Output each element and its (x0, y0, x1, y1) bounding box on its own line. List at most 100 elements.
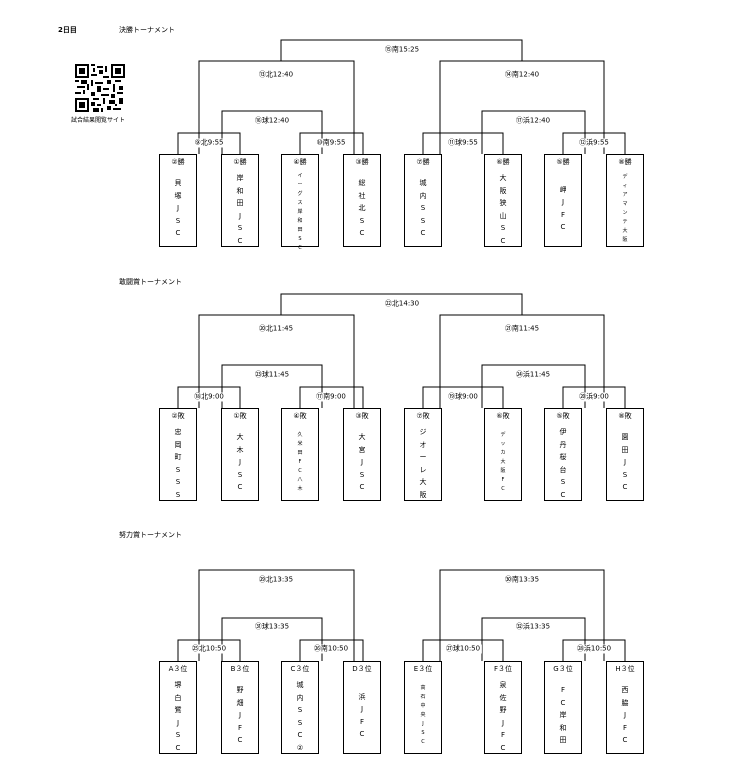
team-seed: ⑥勝 (496, 158, 510, 166)
match-qf2: ⑩南9:55 (314, 138, 348, 148)
match-semi-right: ⑭南12:40 (502, 70, 542, 80)
team-seed: ②勝 (171, 158, 185, 166)
team-seed: H３位 (615, 665, 635, 673)
match-third-left: ⑯球12:40 (252, 116, 292, 126)
match-third-right: ㉔浜11:45 (513, 370, 553, 380)
match-qf2: ⑰南9:00 (314, 392, 348, 402)
section-title-effort: 努力賞トーナメント (119, 531, 182, 539)
team-seed: ①敗 (233, 412, 247, 420)
match-final: ⑮南15:25 (382, 45, 422, 55)
match-qf4: ⑫浜9:55 (577, 138, 611, 148)
match-final: ㉒北14:30 (382, 299, 422, 309)
match-qf1: ⑨北9:55 (192, 138, 226, 148)
match-qf1: ⑱北9:00 (192, 392, 226, 402)
match-third-right: ㉜浜13:35 (513, 622, 553, 632)
team-seed: ⑤勝 (556, 158, 570, 166)
team-seed: ③勝 (355, 158, 369, 166)
match-qf3: ⑪球9:55 (446, 138, 480, 148)
match-semi-right: ㉚南13:35 (502, 575, 542, 585)
team-box: ⑧勝ディアマンテ大阪 (606, 154, 644, 247)
team-seed: ⑧勝 (618, 158, 632, 166)
team-seed: ⑦敗 (416, 412, 430, 420)
team-seed: ⑦勝 (416, 158, 430, 166)
match-qf4: ⑳浜9:00 (577, 392, 611, 402)
match-third-left: ㉛球13:35 (252, 622, 292, 632)
match-semi-right: ㉑南11:45 (502, 324, 542, 334)
team-name: ディアマンテ大阪 (622, 173, 628, 243)
team-seed: ⑤敗 (556, 412, 570, 420)
match-qf1: ㉕北10:50 (189, 644, 229, 654)
team-seed: A３位 (168, 665, 188, 673)
match-qf4: ㉘浜10:50 (574, 644, 614, 654)
match-qf3: ⑲球9:00 (446, 392, 480, 402)
team-seed: B３位 (230, 665, 250, 673)
match-semi-left: ⑳北11:45 (256, 324, 296, 334)
qr-caption: 試合結果閲覧サイト (71, 117, 126, 124)
qr-code-icon[interactable] (75, 64, 125, 112)
match-semi-left: ⑬北12:40 (256, 70, 296, 80)
team-seed: C３位 (290, 665, 310, 673)
match-qf3: ㉗球10:50 (443, 644, 483, 654)
team-seed: ②敗 (171, 412, 185, 420)
team-seed: E３位 (413, 665, 433, 673)
team-seed: ⑧敗 (618, 412, 632, 420)
match-qf2: ㉖南10:50 (311, 644, 351, 654)
team-seed: G３位 (553, 665, 573, 673)
team-seed: ④勝 (293, 158, 307, 166)
team-seed: D３位 (352, 665, 372, 673)
section-title-fighting-spirit: 敢闘賞トーナメント (119, 278, 182, 286)
team-seed: ⑥敗 (496, 412, 510, 420)
team-seed: ④敗 (293, 412, 307, 420)
section-title-final: 決勝トーナメント (119, 26, 175, 34)
team-seed: ③敗 (355, 412, 369, 420)
team-box: ⑦敗ジオーレ大阪 (404, 408, 442, 501)
team-seed: F３位 (493, 665, 513, 673)
team-seed: ①勝 (233, 158, 247, 166)
day-label: 2日目 (58, 26, 77, 34)
match-third-right: ⑰浜12:40 (513, 116, 553, 126)
